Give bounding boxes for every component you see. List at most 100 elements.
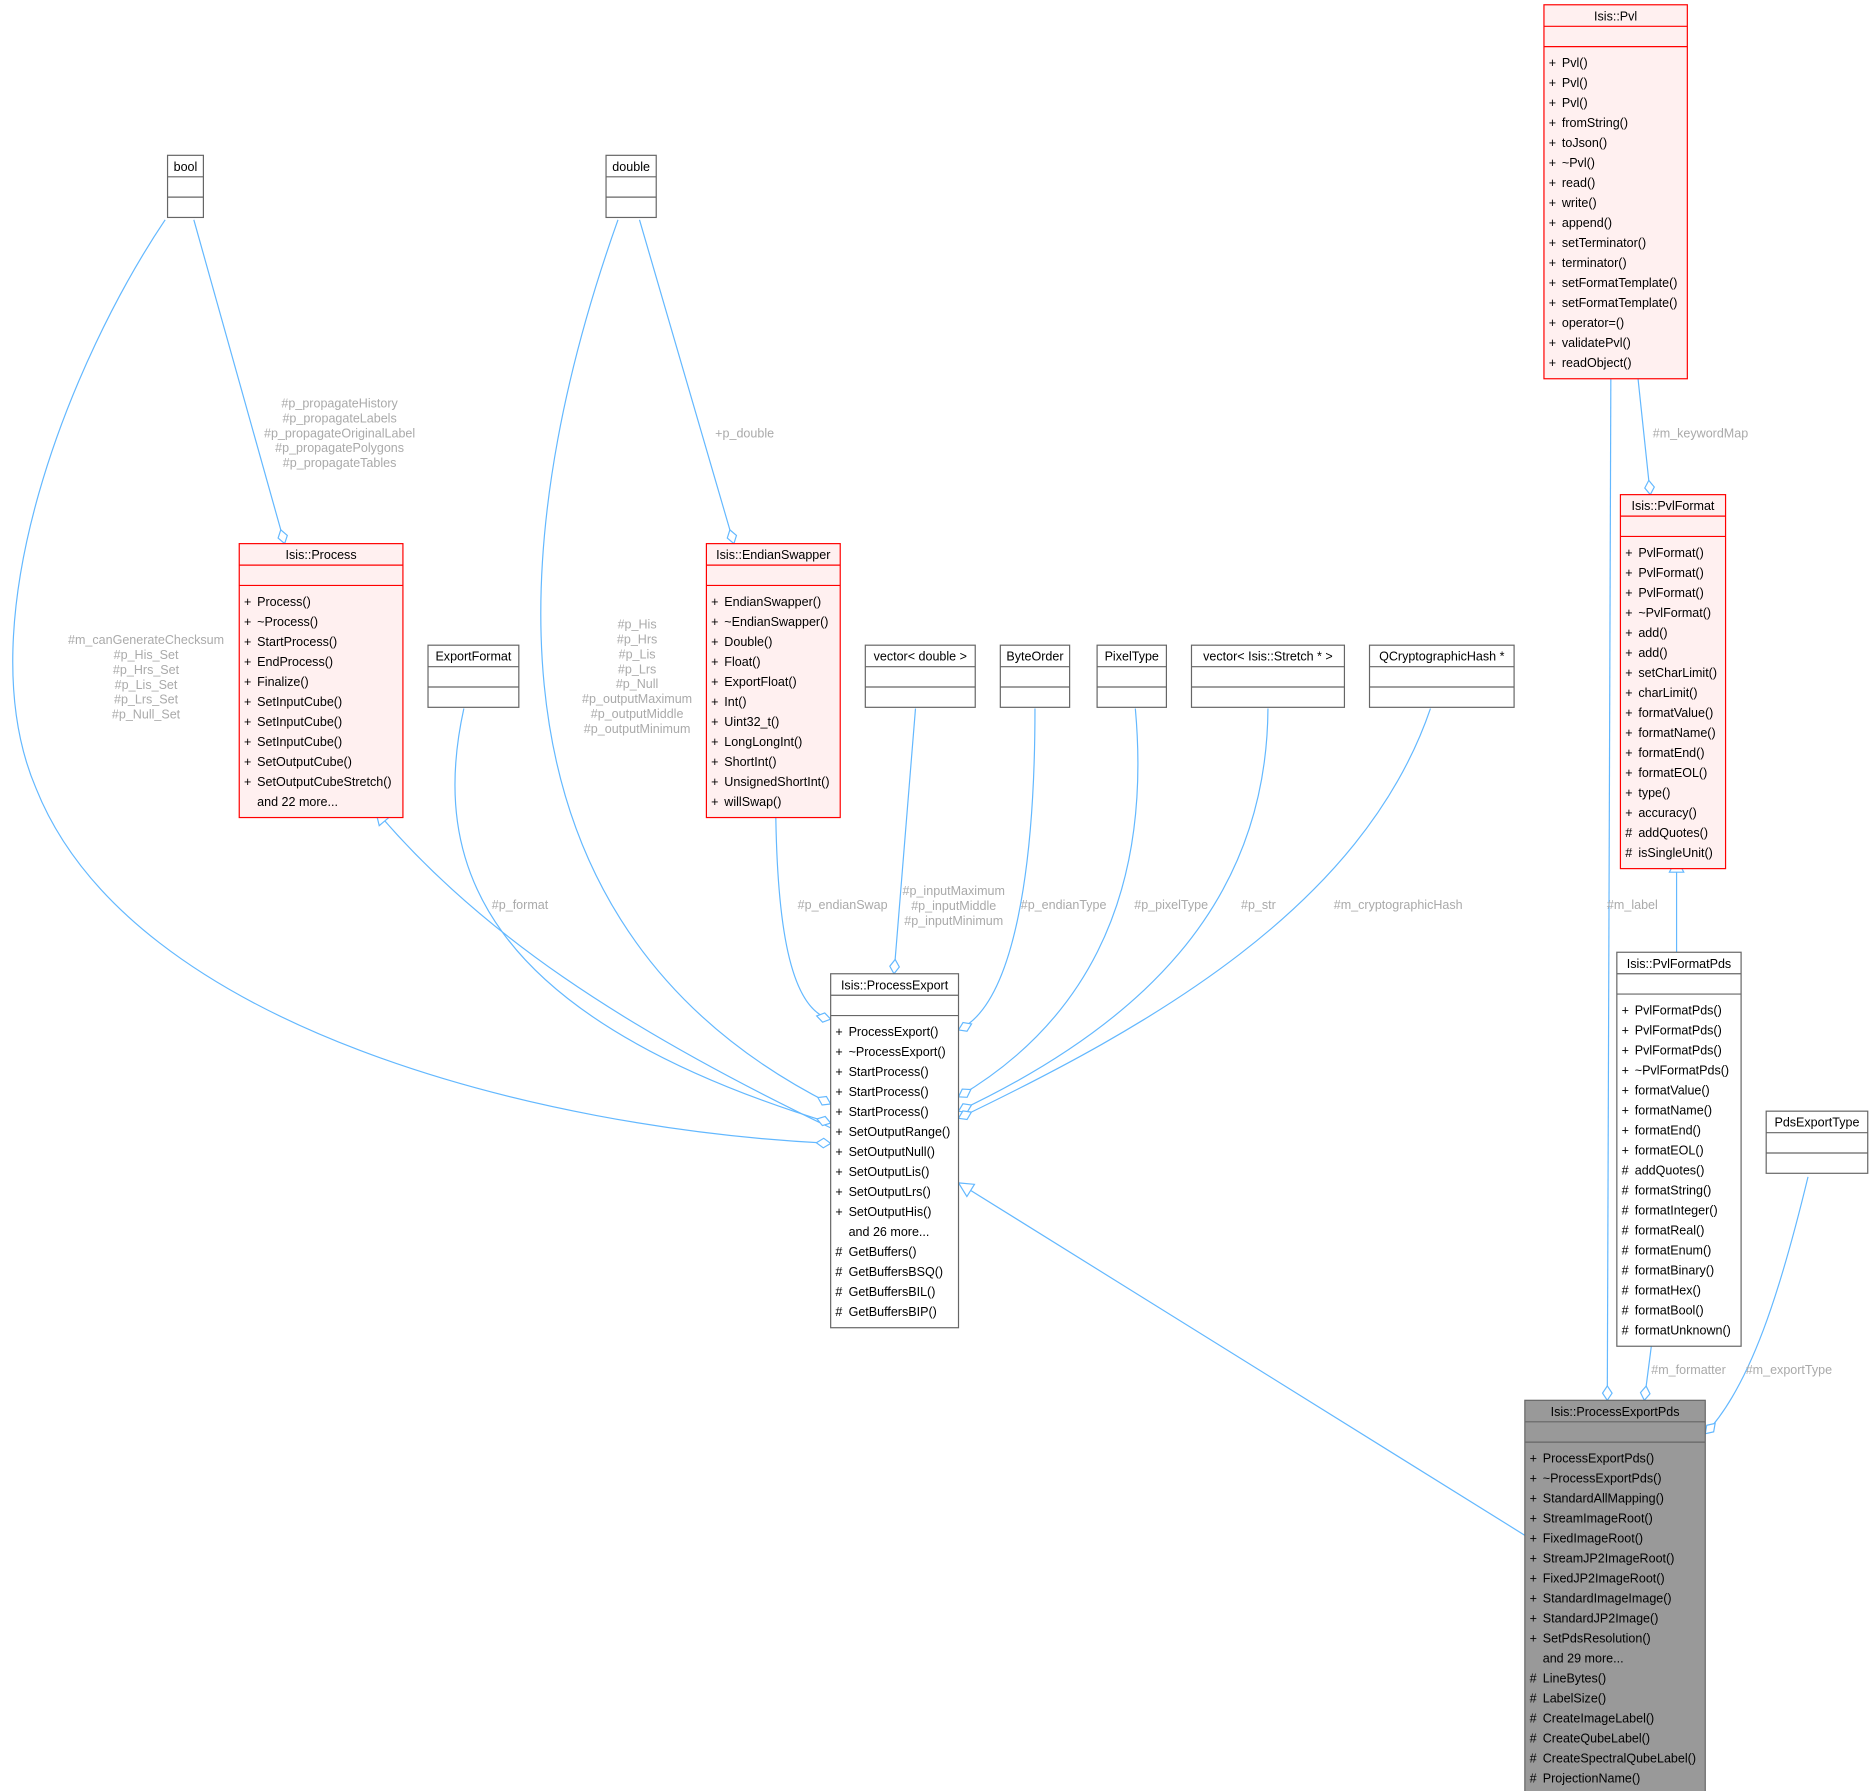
member-uint32-t-[interactable]: Uint32_t() [724,715,779,729]
member-float-[interactable]: Float() [724,655,760,669]
member-type-[interactable]: type() [1638,786,1670,800]
class-pvlformat[interactable]: Isis::PvlFormat+PvlFormat()+PvlFormat()+… [1619,494,1727,870]
member-streamjp2imageroot-[interactable]: StreamJP2ImageRoot() [1543,1551,1675,1565]
class-pdsexporttype[interactable]: PdsExportType [1765,1110,1869,1174]
member-formateol-[interactable]: formatEOL() [1635,1143,1704,1157]
member-setformattemplate-[interactable]: setFormatTemplate() [1562,296,1678,310]
member-add-[interactable]: add() [1638,646,1667,660]
member-shortint-[interactable]: ShortInt() [724,755,776,769]
member-formatend-[interactable]: formatEnd() [1638,746,1704,760]
class-bool[interactable]: bool [166,154,204,219]
member-setoutputrange-[interactable]: SetOutputRange() [849,1125,951,1139]
member--process-[interactable]: ~Process() [257,615,318,629]
member-setoutputcubestretch-[interactable]: SetOutputCubeStretch() [257,775,391,789]
member-fixedjp2imageroot-[interactable]: FixedJP2ImageRoot() [1543,1572,1665,1586]
class-double[interactable]: double [605,154,657,219]
member-standardallmapping-[interactable]: StandardAllMapping() [1543,1491,1664,1505]
class-pvl[interactable]: Isis::Pvl+Pvl()+Pvl()+Pvl()+fromString()… [1543,4,1688,380]
member-setterminator-[interactable]: setTerminator() [1562,236,1646,250]
member-validatepvl-[interactable]: validatePvl() [1562,336,1631,350]
class-processexport[interactable]: Isis::ProcessExport+ProcessExport()+~Pro… [830,973,960,1329]
member-pvlformat-[interactable]: PvlFormat() [1638,546,1703,560]
member-getbuffersbip-[interactable]: GetBuffersBIP() [849,1305,937,1319]
member-setcharlimit-[interactable]: setCharLimit() [1638,666,1717,680]
class-vectordouble[interactable]: vector< double > [864,644,976,708]
member-pvlformat-[interactable]: PvlFormat() [1638,566,1703,580]
member-processexport-[interactable]: ProcessExport() [849,1025,939,1039]
class-exportformat[interactable]: ExportFormat [427,644,520,708]
member-startprocess-[interactable]: StartProcess() [849,1105,929,1119]
class-vectorstretch[interactable]: vector< Isis::Stretch * > [1190,644,1346,708]
member-addquotes-[interactable]: addQuotes() [1638,826,1708,840]
member--processexport-[interactable]: ~ProcessExport() [849,1045,946,1059]
member-formatunknown-[interactable]: formatUnknown() [1635,1324,1731,1338]
member-charlimit-[interactable]: charLimit() [1638,686,1697,700]
member-finalize-[interactable]: Finalize() [257,675,309,689]
class-processexportpds[interactable]: Isis::ProcessExportPds+ProcessExportPds(… [1524,1399,1706,1791]
member-formatstring-[interactable]: formatString() [1635,1183,1712,1197]
member--endianswapper-[interactable]: ~EndianSwapper() [724,615,828,629]
member-endianswapper-[interactable]: EndianSwapper() [724,595,821,609]
member-startprocess-[interactable]: StartProcess() [257,635,337,649]
member-operator-[interactable]: operator=() [1562,316,1624,330]
class-pvlformatpds[interactable]: Isis::PvlFormatPds+PvlFormatPds()+PvlFor… [1616,951,1742,1347]
member-setinputcube-[interactable]: SetInputCube() [257,695,342,709]
member-linebytes-[interactable]: LineBytes() [1543,1672,1606,1686]
member-formatbool-[interactable]: formatBool() [1635,1304,1704,1318]
member-processexportpds-[interactable]: ProcessExportPds() [1543,1451,1654,1465]
member-addquotes-[interactable]: addQuotes() [1635,1163,1705,1177]
member-write-[interactable]: write() [1561,196,1597,210]
member-pvlformatpds-[interactable]: PvlFormatPds() [1635,1043,1722,1057]
member-setformattemplate-[interactable]: setFormatTemplate() [1562,276,1678,290]
member-int-[interactable]: Int() [724,695,746,709]
member-double-[interactable]: Double() [724,635,772,649]
member-standardjp2image-[interactable]: StandardJP2Image() [1543,1612,1659,1626]
member-setinputcube-[interactable]: SetInputCube() [257,735,342,749]
member-setoutputlis-[interactable]: SetOutputLis() [849,1165,930,1179]
member-terminator-[interactable]: terminator() [1562,256,1627,270]
member-formatenum-[interactable]: formatEnum() [1635,1244,1712,1258]
member-read-[interactable]: read() [1562,176,1595,190]
class-endianswapper[interactable]: Isis::EndianSwapper+EndianSwapper()+~End… [705,543,841,819]
member-startprocess-[interactable]: StartProcess() [849,1085,929,1099]
member--processexportpds-[interactable]: ~ProcessExportPds() [1543,1471,1662,1485]
member-pvlformatpds-[interactable]: PvlFormatPds() [1635,1023,1722,1037]
member-issingleunit-[interactable]: isSingleUnit() [1638,846,1713,860]
member-setoutputcube-[interactable]: SetOutputCube() [257,755,352,769]
member-and-29-more-[interactable]: and 29 more... [1543,1652,1624,1666]
member--pvlformatpds-[interactable]: ~PvlFormatPds() [1635,1063,1729,1077]
member-add-[interactable]: add() [1638,626,1667,640]
member-formatname-[interactable]: formatName() [1638,726,1715,740]
member-append-[interactable]: append() [1562,216,1612,230]
member-fromstring-[interactable]: fromString() [1562,116,1628,130]
member-setoutputhis-[interactable]: SetOutputHis() [849,1205,932,1219]
member-and-26-more-[interactable]: and 26 more... [849,1225,930,1239]
member-setpdsresolution-[interactable]: SetPdsResolution() [1543,1632,1651,1646]
member-createspectralqubelabel-[interactable]: CreateSpectralQubeLabel() [1543,1752,1696,1766]
member-startprocess-[interactable]: StartProcess() [849,1065,929,1079]
member-longlongint-[interactable]: LongLongInt() [724,735,802,749]
member-pvl-[interactable]: Pvl() [1562,96,1588,110]
class-process[interactable]: Isis::Process+Process()+~Process()+Start… [238,543,404,819]
member-readobject-[interactable]: readObject() [1562,356,1632,370]
member-setoutputlrs-[interactable]: SetOutputLrs() [849,1185,931,1199]
member-formatname-[interactable]: formatName() [1635,1103,1712,1117]
member-willswap-[interactable]: willSwap() [723,795,781,809]
member-createqubelabel-[interactable]: CreateQubeLabel() [1543,1732,1650,1746]
member-accuracy-[interactable]: accuracy() [1638,806,1697,820]
member-formatbinary-[interactable]: formatBinary() [1635,1264,1714,1278]
member-formatinteger-[interactable]: formatInteger() [1635,1204,1718,1218]
member-formathex-[interactable]: formatHex() [1635,1284,1701,1298]
class-byteorder[interactable]: ByteOrder [999,644,1071,708]
member-formatend-[interactable]: formatEnd() [1635,1123,1701,1137]
member-unsignedshortint-[interactable]: UnsignedShortInt() [724,775,829,789]
member-setinputcube-[interactable]: SetInputCube() [257,715,342,729]
member-standardimageimage-[interactable]: StandardImageImage() [1543,1592,1672,1606]
member-pvl-[interactable]: Pvl() [1562,76,1588,90]
member-tojson-[interactable]: toJson() [1562,136,1607,150]
member-formateol-[interactable]: formatEOL() [1638,766,1707,780]
member-formatreal-[interactable]: formatReal() [1635,1224,1705,1238]
member-endprocess-[interactable]: EndProcess() [257,655,333,669]
member-getbuffersbsq-[interactable]: GetBuffersBSQ() [849,1265,943,1279]
member-exportfloat-[interactable]: ExportFloat() [724,675,796,689]
